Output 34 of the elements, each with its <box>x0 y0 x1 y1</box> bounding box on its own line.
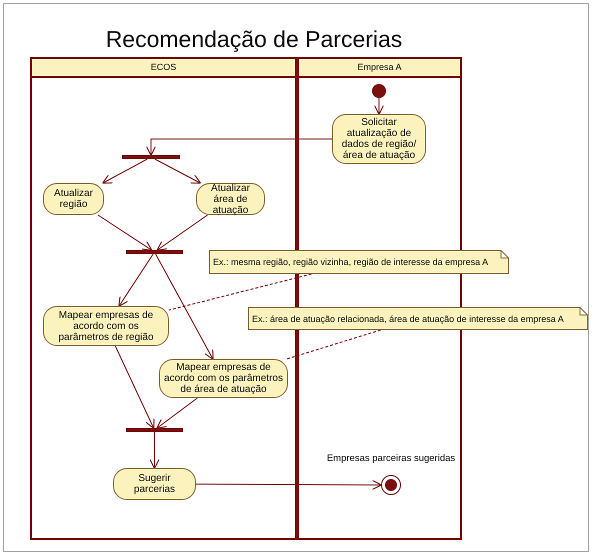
action-label: Atualizar área de atuação <box>210 182 251 216</box>
arrow <box>118 254 154 307</box>
action-label: Mapear empresas de acordo com os parâmetros de área de atuação <box>163 362 284 395</box>
action-node <box>43 306 169 346</box>
note-text: Ex.: área de atuação relacionada, área de atuação de interesse da empresa A <box>252 314 564 324</box>
sync-bar <box>126 250 183 254</box>
note <box>248 307 588 330</box>
arrow <box>97 214 152 251</box>
arrow <box>114 346 155 429</box>
arrow <box>374 98 384 115</box>
action-node <box>43 183 104 215</box>
sync-bar <box>126 428 183 432</box>
diagram-title: Recomendação de Parcerias <box>104 26 404 53</box>
action-node <box>196 183 265 215</box>
action-node <box>332 114 426 164</box>
arrow <box>154 158 202 184</box>
arrow <box>149 432 160 469</box>
arrow <box>196 480 382 490</box>
swimlane-header: Empresa A <box>299 59 460 78</box>
note-text: Ex.: mesma região, região vizinha, região de interesse da empresa A <box>213 257 488 267</box>
action-label: Atualizar região <box>53 188 94 210</box>
arrow <box>156 398 198 429</box>
node-caption: Empresas parceiras sugeridas <box>326 453 456 464</box>
action-label: Solicitar atualização de dados de região/área de atuação <box>340 117 418 161</box>
note <box>209 250 509 274</box>
action-label: Mapear empresas de acordo com os parâmetros de região <box>57 310 155 342</box>
action-node <box>113 468 196 500</box>
arrow <box>156 214 208 251</box>
arrow <box>102 158 148 184</box>
arrow <box>146 138 332 156</box>
action-label: Sugerir parcerias <box>132 473 176 495</box>
arrow <box>155 254 214 360</box>
sync-bar <box>122 155 180 159</box>
swimlane-header: ECOS <box>32 59 295 78</box>
